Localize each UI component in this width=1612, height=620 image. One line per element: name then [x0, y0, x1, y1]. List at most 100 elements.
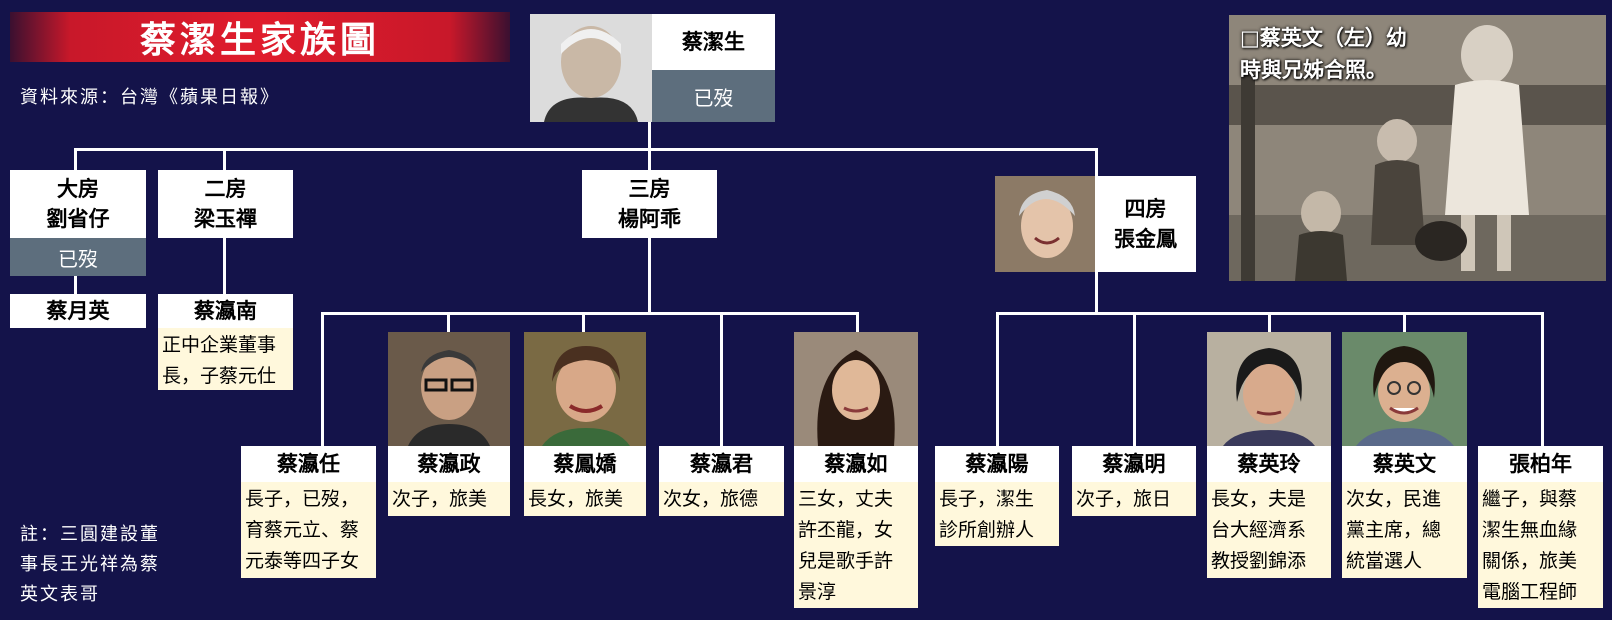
connector-line — [648, 238, 651, 314]
connector-line — [1268, 312, 1271, 332]
branch-rank: 二房 — [204, 176, 247, 201]
child-name-box: 蔡月英 — [10, 294, 146, 328]
desc-line: 長，子蔡元仕 — [162, 365, 277, 387]
portrait-image — [530, 14, 652, 122]
desc-line: 電腦工程師 — [1482, 581, 1578, 603]
title-banner: 蔡潔生家族圖 — [10, 12, 510, 62]
connector-line — [321, 312, 859, 315]
desc-line: 黨主席，總 — [1346, 519, 1442, 541]
branch-fourth-photo — [995, 176, 1095, 272]
branch-wife-name: 劉省仔 — [46, 206, 110, 231]
portrait-image — [524, 332, 646, 446]
child-name-box: 張柏年 — [1478, 446, 1603, 482]
child-desc: 正中企業董事 長，子蔡元仕 — [158, 328, 293, 390]
connector-line — [223, 148, 226, 170]
child-name: 張柏年 — [1509, 451, 1572, 476]
branch-first-box: 大房 劉省仔 — [10, 170, 146, 238]
connector-line — [1133, 312, 1136, 446]
desc-line: 次女，旅德 — [663, 488, 759, 510]
portrait-image — [1207, 332, 1331, 446]
branch-second-box: 二房 梁玉禪 — [158, 170, 293, 238]
branch-third-box: 三房 楊阿乖 — [582, 170, 717, 238]
child-desc: 長女，夫是 台大經濟系 教授劉錦添 — [1207, 482, 1331, 578]
connector-line — [74, 148, 77, 170]
child-name: 蔡月英 — [46, 298, 110, 323]
desc-line: 次子，旅美 — [392, 488, 488, 510]
portrait-image — [1342, 332, 1467, 446]
desc-line: 景淳 — [798, 581, 837, 603]
connector-line — [447, 312, 450, 332]
desc-line: 兒是歌手許 — [798, 550, 894, 572]
child-photo — [794, 332, 918, 446]
patriarch-status: 已歿 — [652, 70, 775, 122]
desc-line: 關係，旅美 — [1482, 550, 1578, 572]
desc-line: 長女，夫是 — [1211, 488, 1307, 510]
desc-line: 三女，丈夫 — [798, 488, 894, 510]
desc-line: 統當選人 — [1346, 550, 1423, 572]
branch-rank: 大房 — [57, 176, 99, 201]
connector-line — [1541, 312, 1544, 446]
child-name-box: 蔡英玲 — [1207, 446, 1331, 482]
desc-line: 正中企業董事 — [162, 334, 277, 356]
desc-line: 台大經濟系 — [1211, 519, 1307, 541]
connector-line — [74, 148, 1098, 151]
desc-line: 長女，旅美 — [528, 488, 624, 510]
portrait-image — [388, 332, 510, 446]
child-name-box: 蔡瀛如 — [794, 446, 918, 482]
child-photo — [524, 332, 646, 446]
desc-line: 診所創辦人 — [939, 519, 1035, 541]
desc-line: 長子，潔生 — [939, 488, 1035, 510]
footnote: 註：三圓建設董 事長王光祥為蔡 英文表哥 — [20, 520, 160, 610]
branch-wife-name: 張金鳳 — [1114, 226, 1177, 251]
child-name: 蔡瀛君 — [690, 451, 753, 476]
connector-line — [321, 312, 324, 446]
footnote-line: 事長王光祥為蔡 — [20, 554, 160, 575]
source-note: 資料來源：台灣《蘋果日報》 — [20, 87, 280, 108]
patriarch-name: 蔡潔生 — [682, 29, 745, 54]
child-name: 蔡瀛政 — [417, 451, 481, 476]
footnote-line: 註：三圓建設董 — [20, 524, 160, 545]
child-name-box: 蔡瀛政 — [388, 446, 510, 482]
patriarch-photo — [530, 14, 652, 122]
connector-line — [1403, 312, 1406, 332]
child-photo — [1207, 332, 1331, 446]
child-name: 蔡瀛明 — [1102, 451, 1166, 476]
connector-line — [648, 148, 651, 170]
child-desc: 次子，旅日 — [1072, 482, 1196, 516]
caption-line: 時與兄姊合照。 — [1240, 58, 1387, 82]
patriarch-name-box: 蔡潔生 — [652, 14, 775, 70]
child-name-box: 蔡瀛明 — [1072, 446, 1196, 482]
connector-line — [648, 122, 651, 150]
connector-line — [74, 276, 77, 294]
desc-line: 次女，民進 — [1346, 488, 1442, 510]
child-desc: 長女，旅美 — [524, 482, 646, 516]
desc-line: 元泰等四子女 — [245, 550, 360, 572]
connector-line — [1095, 148, 1098, 176]
portrait-image — [794, 332, 918, 446]
childhood-photo-image — [1229, 15, 1606, 281]
child-desc: 三女，丈夫 許丕龍，女 兒是歌手許 景淳 — [794, 482, 918, 608]
desc-line: 許丕龍，女 — [798, 519, 894, 541]
branch-fourth-box: 四房 張金鳳 — [1095, 176, 1196, 272]
child-photo — [1342, 332, 1467, 446]
connector-line — [582, 312, 585, 332]
connector-line — [856, 312, 859, 332]
connector-line — [996, 312, 999, 446]
footnote-line: 英文表哥 — [20, 584, 100, 605]
child-name: 蔡鳳嬌 — [553, 451, 617, 476]
branch-wife-name: 楊阿乖 — [618, 206, 681, 231]
desc-line: 教授劉錦添 — [1211, 550, 1307, 572]
child-name: 蔡英文 — [1373, 451, 1436, 476]
page-title: 蔡潔生家族圖 — [139, 19, 380, 61]
child-desc: 長子，已歿， 育蔡元立、蔡 元泰等四子女 — [241, 482, 376, 578]
child-name-box: 蔡瀛君 — [659, 446, 784, 482]
desc-line: 次子，旅日 — [1076, 488, 1172, 510]
connector-line — [223, 238, 226, 294]
branch-first-status: 已歿 — [10, 238, 146, 276]
portrait-image — [995, 176, 1095, 272]
child-name-box: 蔡英文 — [1342, 446, 1467, 482]
photo-caption: □蔡英文（左）幼 時與兄姊合照。 — [1240, 22, 1407, 86]
desc-line: 育蔡元立、蔡 — [245, 519, 360, 541]
branch-rank: 四房 — [1124, 196, 1167, 221]
branch-wife-name: 梁玉禪 — [194, 206, 257, 231]
